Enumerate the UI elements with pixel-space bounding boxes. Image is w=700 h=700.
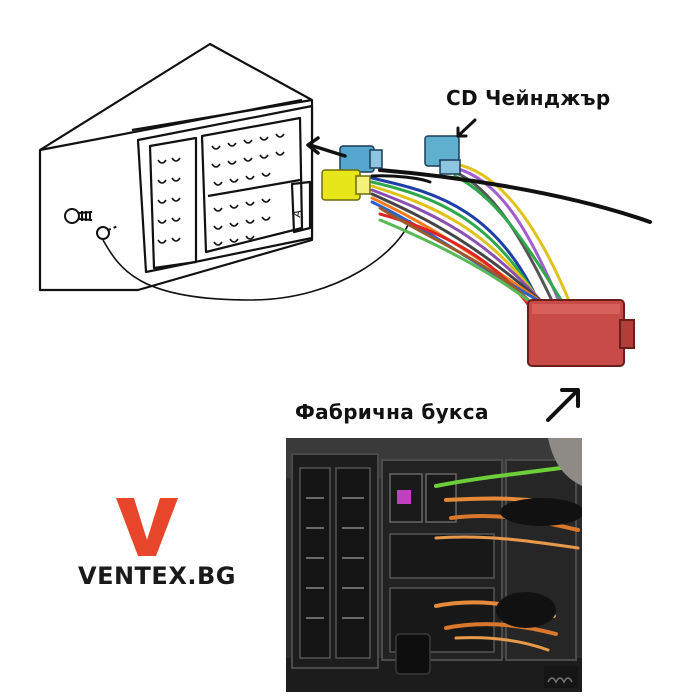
arrow-icon	[306, 136, 347, 158]
radio-unit-drawing	[38, 42, 314, 292]
arrow-icon	[546, 388, 580, 422]
cd-changer-connector	[424, 135, 461, 175]
factory-socket-photo	[286, 438, 582, 692]
harness-wires	[370, 162, 652, 320]
pin-grid	[157, 133, 285, 246]
screw-icon	[64, 208, 93, 224]
arrow-icon	[456, 118, 477, 138]
cd-changer-label: CD Чейнджър	[446, 86, 611, 110]
connector-mark: A	[290, 208, 304, 218]
brand-logo-icon	[116, 498, 178, 556]
ground-ring-icon	[96, 225, 119, 240]
factory-socket-label: Фабрична букса	[295, 400, 489, 424]
red-iso-connector	[527, 299, 635, 367]
ground-wire	[102, 219, 411, 301]
yellow-connector	[321, 169, 371, 201]
brand-name: VENTEX.BG	[78, 562, 236, 590]
blue-connector	[339, 145, 383, 173]
